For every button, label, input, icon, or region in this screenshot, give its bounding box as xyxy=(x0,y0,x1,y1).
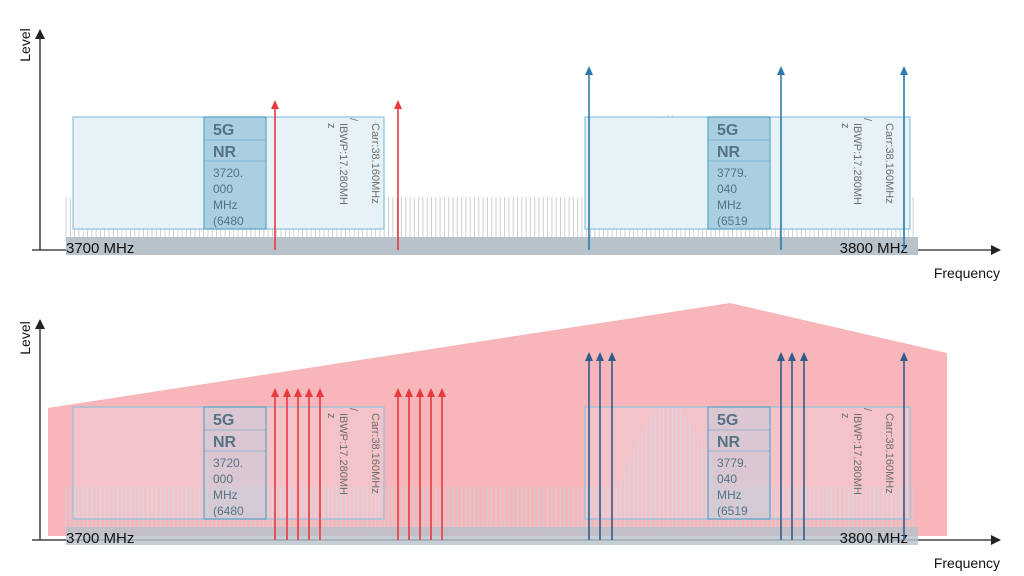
right-edge-label: 3800 MHz xyxy=(840,240,908,257)
nr-line: 000 xyxy=(213,472,233,486)
carrier-band xyxy=(584,406,911,520)
blue-arrow-head xyxy=(585,352,593,361)
bwp-unit-label: z xyxy=(325,413,337,419)
bwp-unit-label: z xyxy=(839,123,851,129)
nr-block xyxy=(707,406,771,520)
spectrum-lines xyxy=(65,405,914,530)
blue-arrow-head xyxy=(900,352,908,361)
nr-sub: NR xyxy=(717,434,741,451)
nr-block xyxy=(203,406,267,520)
band-bar xyxy=(66,237,918,255)
red-arrow-head xyxy=(405,388,413,397)
nr-line: 3720. xyxy=(213,456,243,470)
red-arrow-head xyxy=(394,388,402,397)
nr-line: 3779. xyxy=(717,456,747,470)
nr-sub: NR xyxy=(213,144,237,161)
nr-line: (6519 xyxy=(717,214,748,228)
red-arrow-head xyxy=(416,388,424,397)
red-arrow-head xyxy=(438,388,446,397)
band-bar xyxy=(66,527,918,545)
carrier-bandwidth-label: Carr:38.160MHz xyxy=(883,413,895,494)
red-arrow-head xyxy=(316,388,324,397)
left-edge-label: 3700 MHz xyxy=(66,240,134,257)
carrier-bandwidth-label: Carr:38.160MHz xyxy=(369,413,381,494)
blue-arrow-head xyxy=(777,352,785,361)
carrier-band xyxy=(72,406,385,520)
bwp-label: IBWP:17.280MH xyxy=(337,123,349,205)
blue-arrow-head xyxy=(596,352,604,361)
nr-block xyxy=(203,116,267,230)
red-arrow-head xyxy=(294,388,302,397)
red-arrow-head xyxy=(283,388,291,397)
nr-line: 3720. xyxy=(213,166,243,180)
red-arrow-head xyxy=(427,388,435,397)
red-arrow-head xyxy=(271,100,279,109)
left-edge-label: 3700 MHz xyxy=(66,530,134,547)
nr-line: (6519 xyxy=(717,504,748,518)
red-arrow-head xyxy=(305,388,313,397)
nr-line: (6480 xyxy=(213,504,244,518)
separator-label: / xyxy=(861,408,873,412)
nr-line: 3779. xyxy=(717,166,747,180)
right-edge-label: 3800 MHz xyxy=(840,530,908,547)
nr-title: 5G xyxy=(213,122,234,139)
nr-title: 5G xyxy=(717,412,738,429)
blue-arrow-head xyxy=(777,66,785,75)
blue-arrow-head xyxy=(608,352,616,361)
bwp-label: IBWP:17.280MH xyxy=(337,413,349,495)
separator-label: / xyxy=(347,118,359,122)
nr-title: 5G xyxy=(717,122,738,139)
x-axis-label: Frequency xyxy=(934,265,1000,281)
bwp-unit-label: z xyxy=(839,413,851,419)
nr-line: MHz xyxy=(717,198,742,212)
separator-label: / xyxy=(347,408,359,412)
nr-line: (6480 xyxy=(213,214,244,228)
y-axis-label: Level xyxy=(17,321,33,354)
interference-envelope xyxy=(48,303,947,536)
nr-sub: NR xyxy=(717,144,741,161)
nr-sub: NR xyxy=(213,434,237,451)
bwp-label: IBWP:17.280MH xyxy=(851,123,863,205)
red-arrow-head xyxy=(394,100,402,109)
nr-block xyxy=(707,116,771,230)
bwp-label: IBWP:17.280MH xyxy=(851,413,863,495)
carrier-bandwidth-label: Carr:38.160MHz xyxy=(369,123,381,204)
nr-line: 040 xyxy=(717,472,737,486)
blue-arrow-head xyxy=(900,66,908,75)
blue-arrow-head xyxy=(788,352,796,361)
nr-line: MHz xyxy=(213,488,238,502)
blue-arrow-head xyxy=(585,66,593,75)
carrier-bandwidth-label: Carr:38.160MHz xyxy=(883,123,895,204)
nr-line: 000 xyxy=(213,182,233,196)
separator-label: / xyxy=(861,118,873,122)
nr-line: MHz xyxy=(213,198,238,212)
red-arrow-head xyxy=(271,388,279,397)
blue-arrow-head xyxy=(800,352,808,361)
nr-line: MHz xyxy=(717,488,742,502)
bwp-unit-label: z xyxy=(325,123,337,129)
x-axis-label: Frequency xyxy=(934,555,1000,571)
nr-title: 5G xyxy=(213,412,234,429)
nr-line: 040 xyxy=(717,182,737,196)
y-axis-label: Level xyxy=(17,28,33,61)
